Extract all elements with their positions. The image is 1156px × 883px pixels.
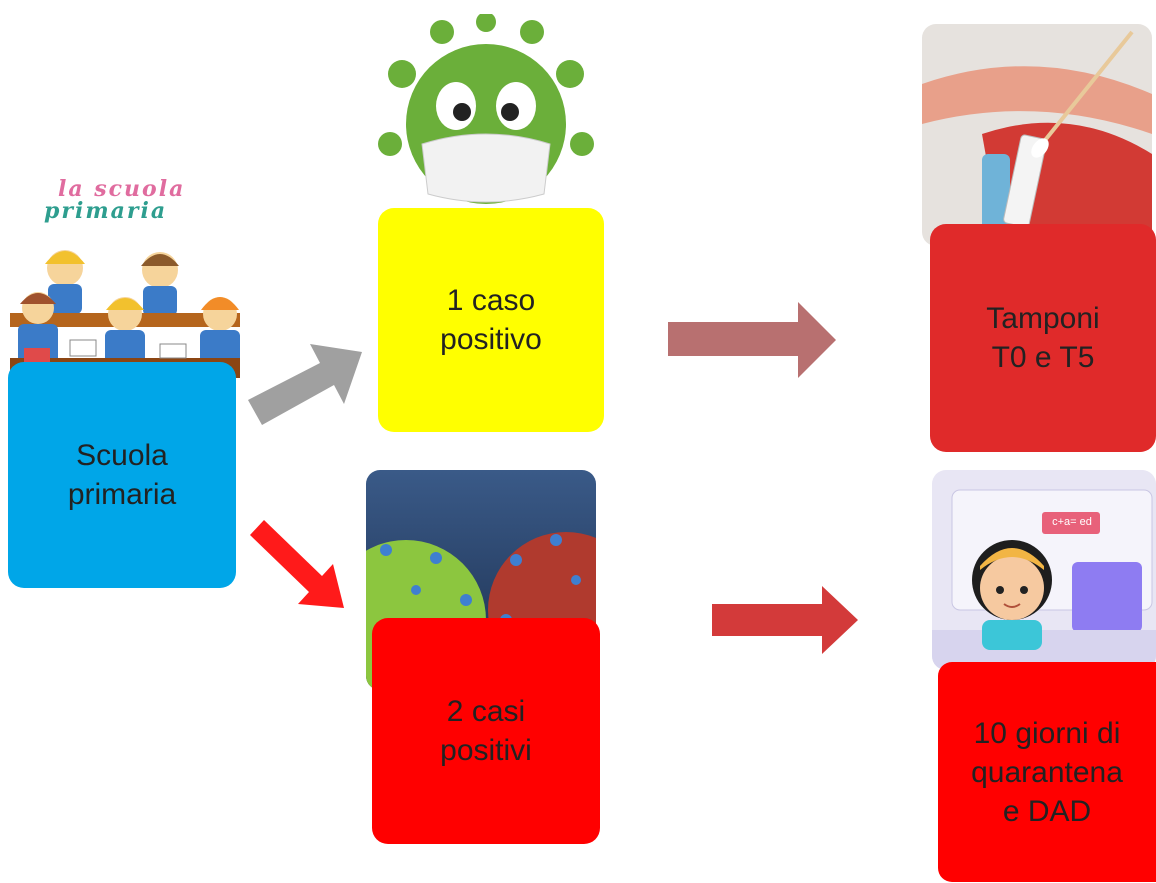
covid-swab-photo bbox=[922, 24, 1152, 246]
dad-girl-illustration: c+a= ed bbox=[932, 470, 1156, 670]
tamponi-line-2: T0 e T5 bbox=[991, 341, 1095, 374]
quarantena-box: 10 giorni di quarantena e DAD bbox=[938, 662, 1156, 882]
tamponi-box: Tamponi T0 e T5 bbox=[930, 224, 1156, 452]
one-case-box: 1 caso positivo bbox=[378, 208, 604, 432]
virus-mask-illustration bbox=[372, 14, 600, 210]
two-cases-box: 2 casi positivi bbox=[372, 618, 600, 844]
school-box-line-1: Scuola bbox=[76, 439, 168, 472]
school-box: Scuola primaria bbox=[8, 362, 236, 588]
one-case-line-1: 1 caso bbox=[446, 284, 536, 317]
two-cases-line-1: 2 casi bbox=[446, 695, 526, 728]
school-logo: la scuola primaria bbox=[44, 176, 224, 224]
tamponi-line-1: Tamponi bbox=[986, 302, 1100, 335]
quarantena-line-1: 10 giorni di bbox=[973, 716, 1121, 750]
quarantena-line-2: quarantena bbox=[971, 755, 1123, 789]
arrow-to-two-cases bbox=[250, 520, 344, 608]
arrow-to-quarantena bbox=[712, 586, 858, 654]
school-box-line-2: primaria bbox=[67, 478, 177, 511]
logo-line-2: primaria bbox=[44, 198, 168, 224]
logo-line-1: la scuola bbox=[58, 176, 186, 202]
arrow-to-tamponi bbox=[668, 302, 836, 378]
one-case-line-2: positivo bbox=[440, 323, 542, 356]
two-cases-line-2: positivi bbox=[440, 734, 532, 767]
arrow-to-one-case bbox=[248, 344, 362, 425]
quarantena-line-3: e DAD bbox=[1002, 794, 1092, 828]
dad-screen-text: c+a= ed bbox=[1052, 516, 1092, 528]
